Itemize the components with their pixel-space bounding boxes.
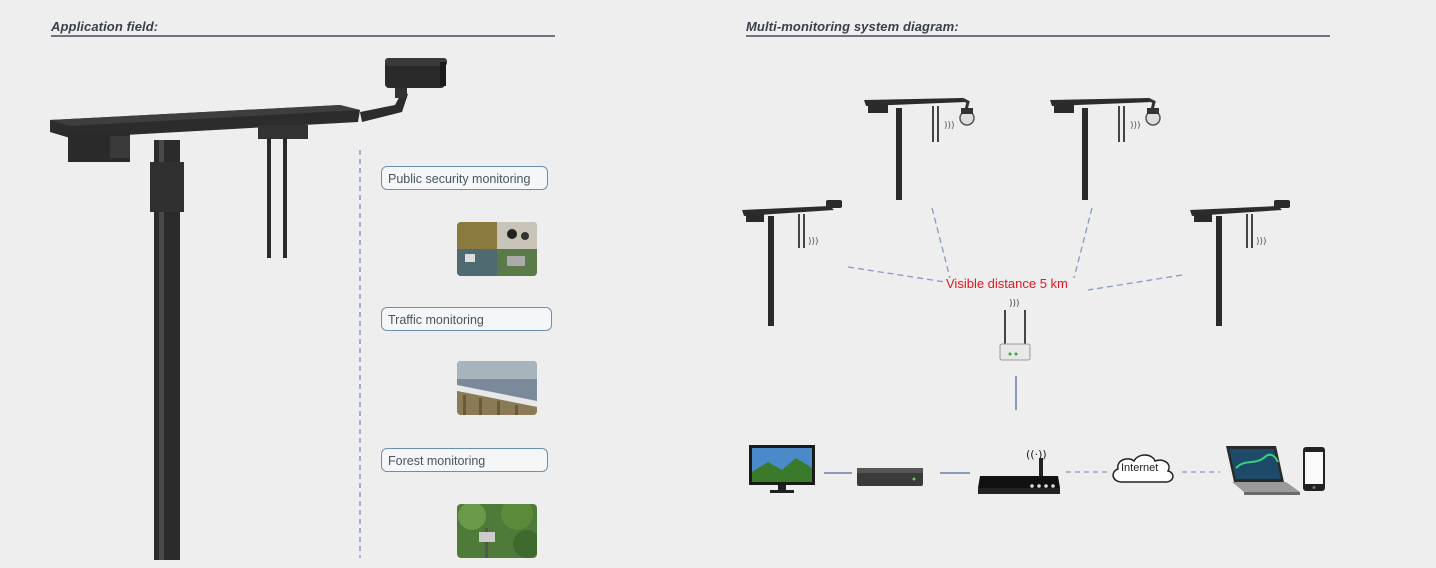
- system-diagram-rule: [746, 35, 1330, 37]
- public-security-monitoring-label: Public security monitoring: [381, 166, 548, 190]
- monitor-to-nvr-line: [824, 472, 852, 474]
- nvr-to-router-line: [940, 472, 970, 474]
- wireless-links: [847, 207, 1183, 291]
- application-field-title: Application field:: [51, 19, 159, 34]
- svg-text:))): ))): [944, 121, 955, 131]
- svg-text:))): ))): [1009, 299, 1020, 309]
- laptop-icon: [1226, 446, 1300, 495]
- wireless-bridge-icon: ))): [999, 299, 1031, 361]
- public-security-thumbnail: [457, 222, 537, 276]
- forest-monitoring-label: Forest monitoring: [381, 448, 548, 472]
- pole-camera-icon-top-left: ))): [864, 97, 975, 200]
- bridge-to-router-line: [1015, 376, 1017, 410]
- forest-monitoring-thumbnail: [457, 504, 537, 558]
- cloud-icon: [1112, 454, 1174, 483]
- pole-camera-icon-top-right: ))): [1050, 97, 1161, 200]
- router-icon: ((·)): [978, 448, 1060, 494]
- pole-camera-icon-middle-left: ))): [742, 200, 842, 326]
- vertical-dashed-divider: [359, 150, 361, 558]
- svg-text:((·)): ((·)): [1026, 448, 1047, 461]
- visible-distance-label: Visible distance 5 km: [946, 276, 1068, 291]
- application-field-rule: [51, 35, 555, 37]
- solar-pole-camera-illustration: [50, 58, 447, 560]
- nvr-icon: [857, 468, 923, 486]
- svg-text:))): ))): [808, 237, 819, 247]
- phone-icon: [1303, 447, 1325, 491]
- traffic-monitoring-thumbnail: [457, 361, 537, 415]
- internet-label: Internet: [1121, 462, 1159, 474]
- svg-text:))): ))): [1256, 237, 1267, 247]
- traffic-monitoring-label: Traffic monitoring: [381, 307, 552, 331]
- system-diagram-title: Multi-monitoring system diagram:: [746, 19, 959, 34]
- svg-text:))): ))): [1130, 121, 1141, 131]
- monitor-icon: [749, 445, 815, 493]
- cloud-to-laptop-line: [1182, 471, 1220, 473]
- pole-camera-icon-middle-right: ))): [1190, 200, 1290, 326]
- router-to-cloud-line: [1066, 471, 1110, 473]
